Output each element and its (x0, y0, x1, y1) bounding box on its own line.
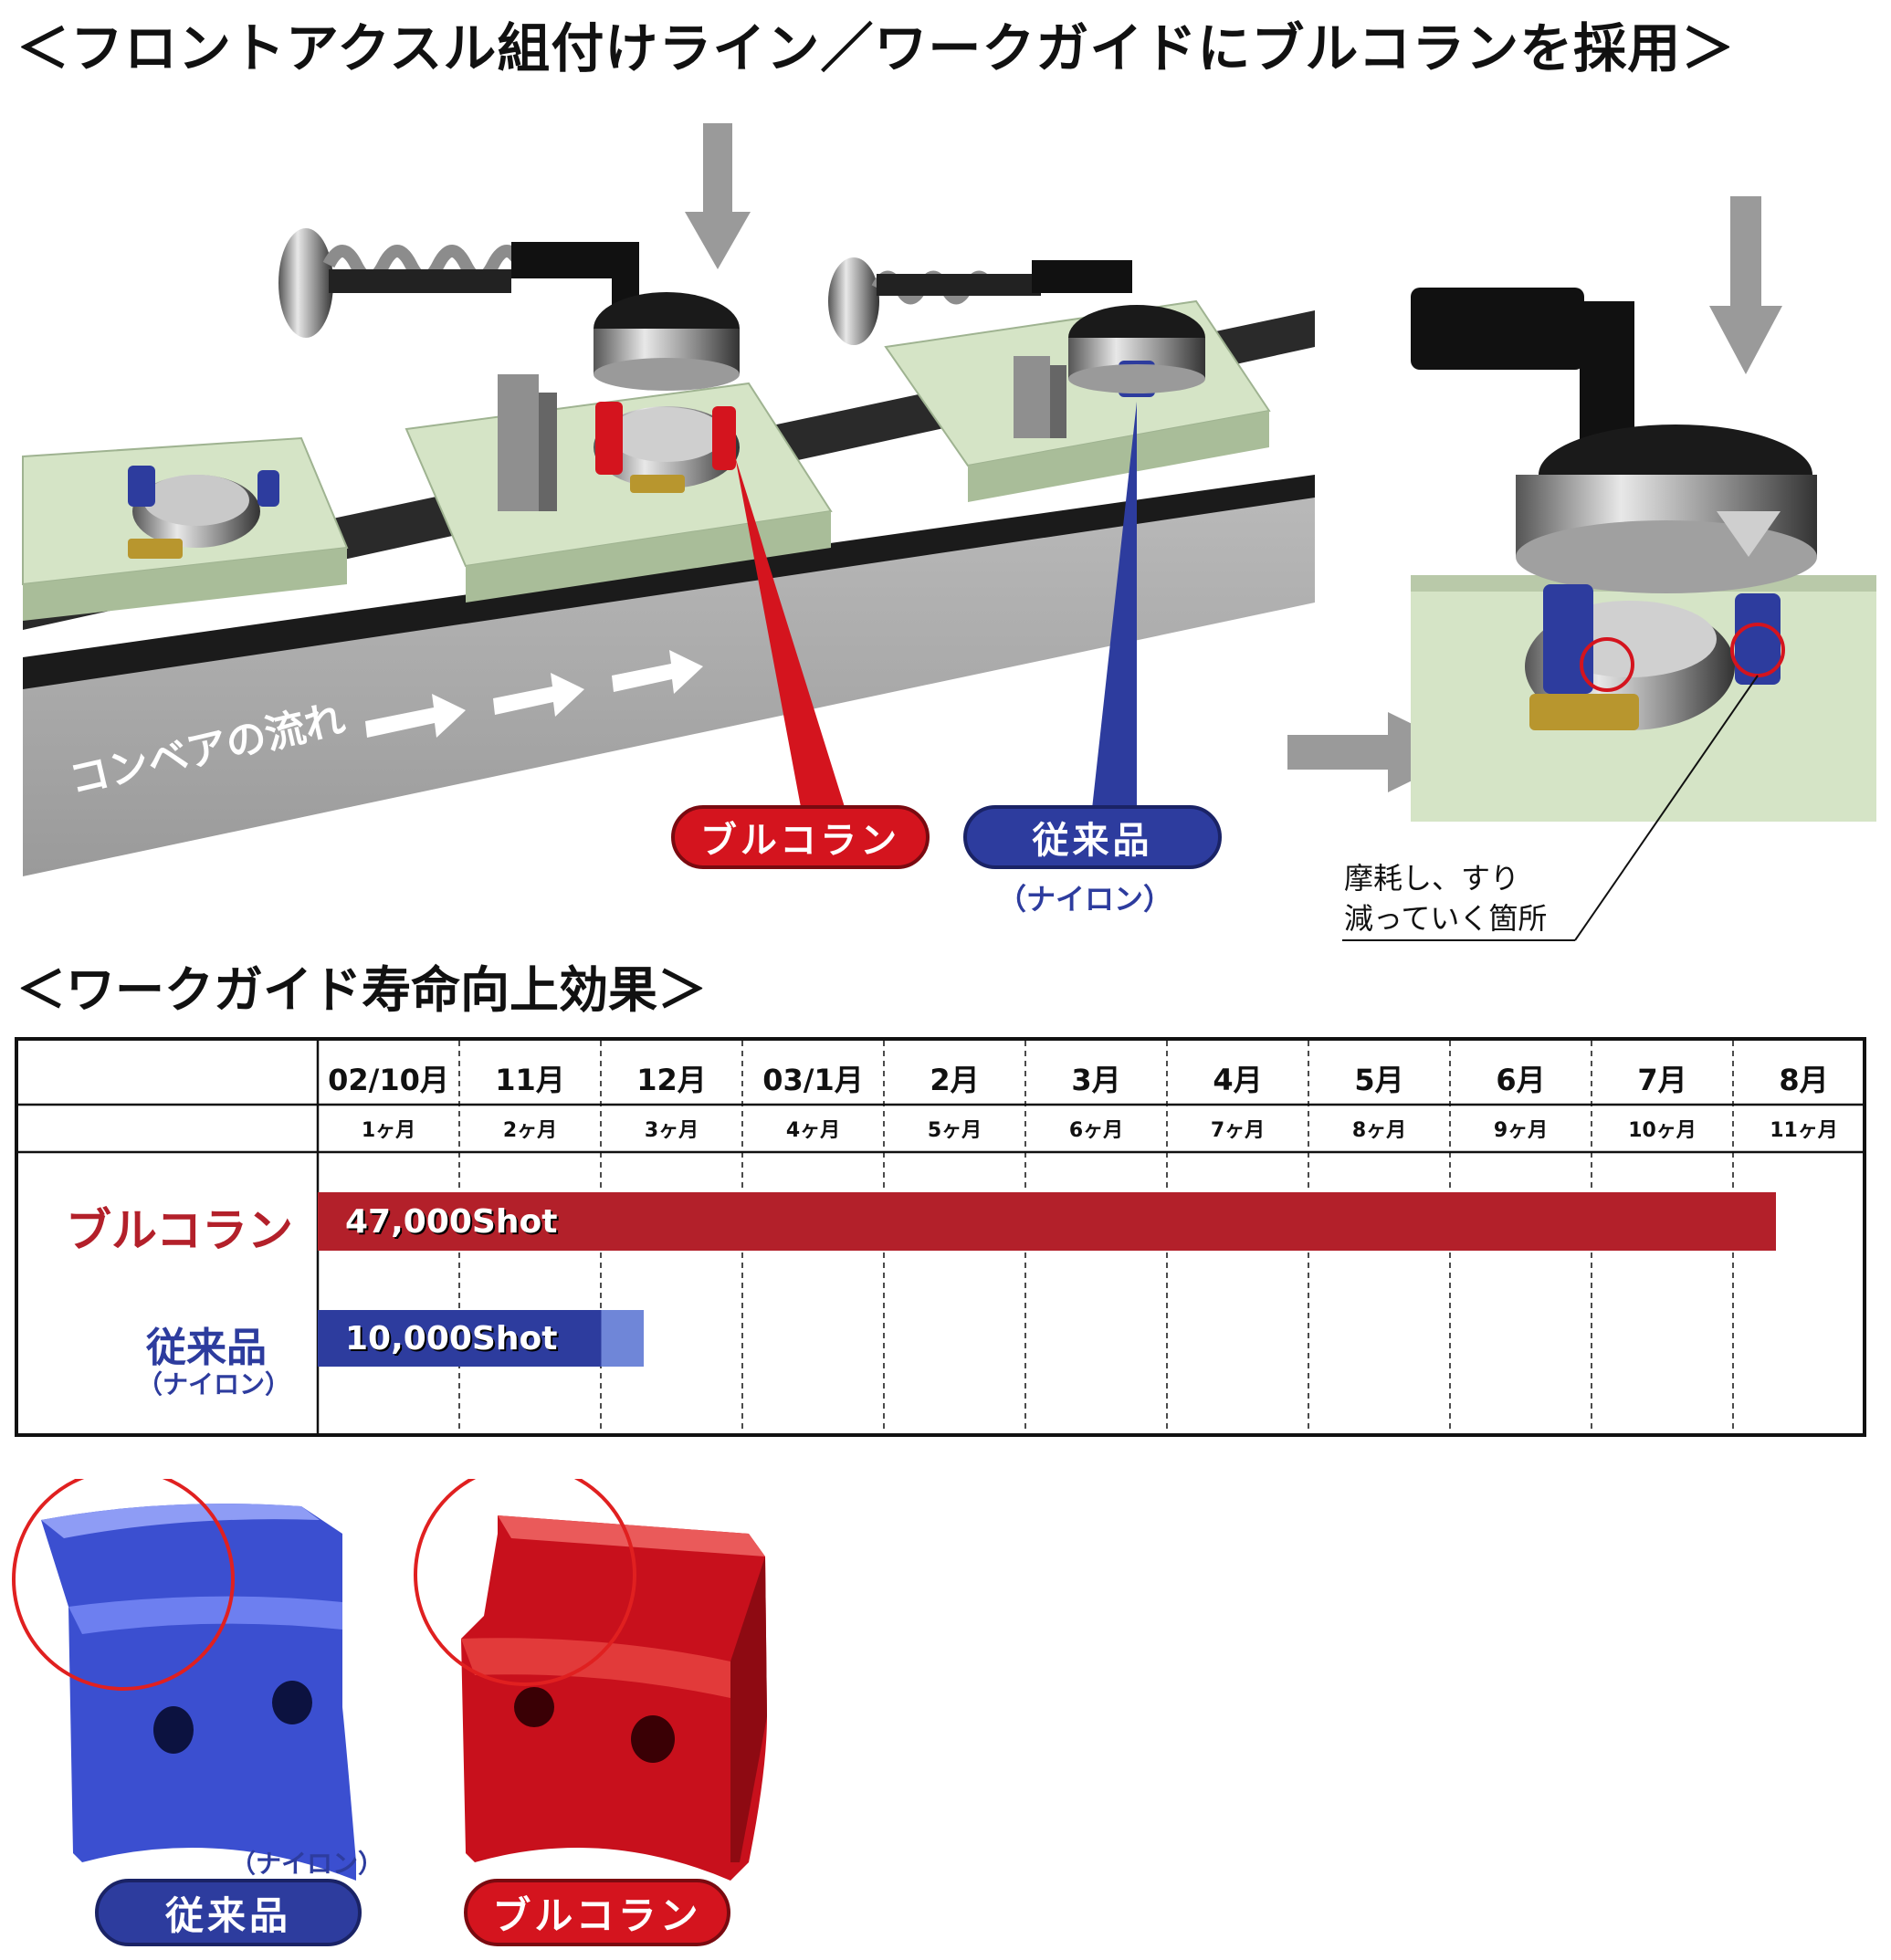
bulcoran-guide-icon (595, 402, 623, 475)
bolt-hole-icon (514, 1687, 554, 1727)
shock-absorber-2 (828, 257, 1205, 397)
conventional-guide-icon (257, 470, 279, 507)
duration-header: 6ヶ月 (1068, 1119, 1124, 1142)
month-header: 7月 (1637, 1063, 1687, 1097)
lifespan-chart: ブルコラン 従来品 （ナイロン） 47,000Shot 10,000Shot 0… (15, 1037, 1866, 1437)
month-header: 3月 (1071, 1063, 1121, 1097)
conveyor-flow-arrows-icon (365, 650, 703, 738)
series-sublabel-conventional: （ナイロン） (137, 1369, 291, 1399)
duration-header: 1ヶ月 (361, 1119, 416, 1142)
bar-label-conventional: 10,000Shot (345, 1319, 558, 1357)
wear-note-line1: 摩耗し、すり (1344, 861, 1520, 896)
assembly-line-illustration: コンベアの流れ (22, 123, 1876, 941)
duration-header: 8ヶ月 (1351, 1119, 1407, 1142)
duration-header: 7ヶ月 (1210, 1119, 1266, 1142)
bolt-hole-icon (272, 1681, 312, 1724)
work-plate-2 (404, 374, 833, 603)
wear-highlight-circle (414, 1479, 636, 1686)
bar-label-bulcoran: 47,000Shot (345, 1202, 558, 1241)
duration-header: 11ヶ月 (1770, 1119, 1838, 1142)
bar-bulcoran: 47,000Shot (318, 1192, 1776, 1251)
conventional-guide-icon (1735, 593, 1781, 685)
conventional-part (12, 1479, 356, 1881)
month-header: 11月 (495, 1063, 565, 1097)
duration-header: 9ヶ月 (1493, 1119, 1549, 1142)
month-header: 8月 (1779, 1063, 1829, 1097)
month-header: 5月 (1354, 1063, 1404, 1097)
conventional-material-label: （ナイロン） (997, 882, 1173, 917)
series-label-bulcoran: ブルコラン (66, 1204, 293, 1257)
bolt-hole-icon (153, 1706, 194, 1754)
zoom-detail (1342, 196, 1876, 941)
duration-header: 10ヶ月 (1628, 1119, 1697, 1142)
post-block (498, 374, 539, 511)
month-header: 12月 (636, 1063, 707, 1097)
month-header: 2月 (930, 1063, 980, 1097)
bolt-hole-icon (631, 1715, 675, 1763)
conventional-callout-label: 従来品 (963, 805, 1222, 869)
parts-conventional-material: （ナイロン） (230, 1849, 384, 1879)
down-arrow-icon (1709, 196, 1782, 374)
wear-highlight-circle (12, 1479, 235, 1691)
month-header: 4月 (1213, 1063, 1263, 1097)
parts-bulcoran-label: ブルコラン (464, 1879, 730, 1946)
bulcoran-pointer (735, 456, 849, 822)
wear-note: 摩耗し、すり 減っていく箇所 (1344, 858, 1547, 938)
work-plate-1 (22, 436, 349, 621)
bulcoran-callout-label: ブルコラン (671, 805, 930, 869)
wear-point-marker (1580, 637, 1634, 692)
section-title: ＜ワークガイド寿命向上効果＞ (16, 961, 707, 1019)
duration-header: 4ヶ月 (785, 1119, 841, 1142)
conventional-guide-icon (128, 466, 155, 507)
down-arrow-icon (685, 123, 751, 269)
shock-absorber-1 (278, 228, 740, 391)
wear-note-line2: 減っていく箇所 (1344, 901, 1548, 936)
bar-conventional: 10,000Shot (318, 1310, 644, 1367)
duration-header: 2ヶ月 (502, 1119, 558, 1142)
month-header: 03/1月 (762, 1063, 864, 1097)
month-header: 02/10月 (328, 1063, 449, 1097)
bulcoran-guide-icon (712, 406, 736, 470)
bulcoran-part (414, 1479, 767, 1881)
page-title: ＜フロントアクスル組付けライン／ワークガイドにブルコランを採用＞ (16, 17, 1736, 79)
month-header: 6月 (1496, 1063, 1546, 1097)
parts-illustration (12, 1479, 767, 1881)
conventional-pointer (1091, 402, 1137, 817)
parts-conventional-label: 従来品 (95, 1879, 362, 1946)
duration-header: 5ヶ月 (927, 1119, 982, 1142)
series-label-conventional: 従来品 (146, 1325, 267, 1371)
duration-header: 3ヶ月 (644, 1119, 699, 1142)
